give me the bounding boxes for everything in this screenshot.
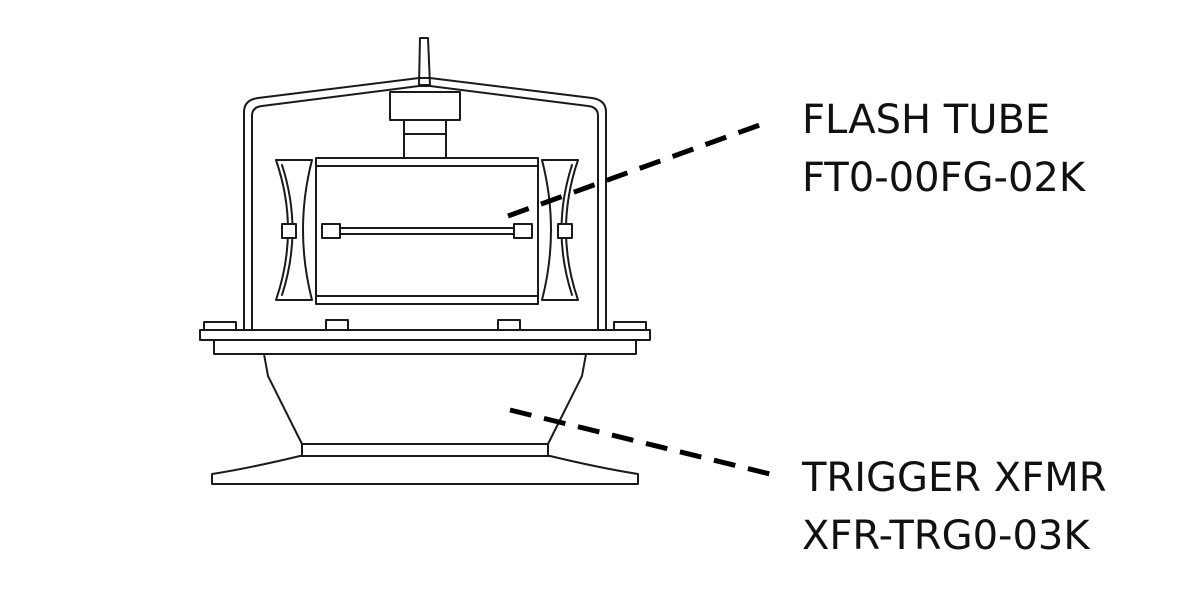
flash-tube	[321, 223, 533, 239]
base-flange	[199, 319, 651, 355]
flash-tube-name-label: FLASH TUBE	[802, 97, 1051, 143]
flash-tube-callout: FLASH TUBE FT0-00FG-02K	[802, 96, 1085, 202]
trigger-xfmr-leader-line	[509, 407, 771, 477]
trigger-xfmr-name-label: TRIGGER XFMR	[802, 455, 1107, 501]
trigger-xfmr-part-number: XFR-TRG0-03K	[802, 513, 1090, 559]
flash-tube-part-number: FT0-00FG-02K	[802, 155, 1086, 201]
top-connector	[389, 91, 461, 159]
dome-housing	[243, 37, 607, 331]
flash-tube-leader-line	[507, 119, 769, 219]
trigger-xfmr-callout: TRIGGER XFMR XFR-TRG0-03K	[802, 454, 1107, 560]
lower-body	[211, 353, 639, 485]
